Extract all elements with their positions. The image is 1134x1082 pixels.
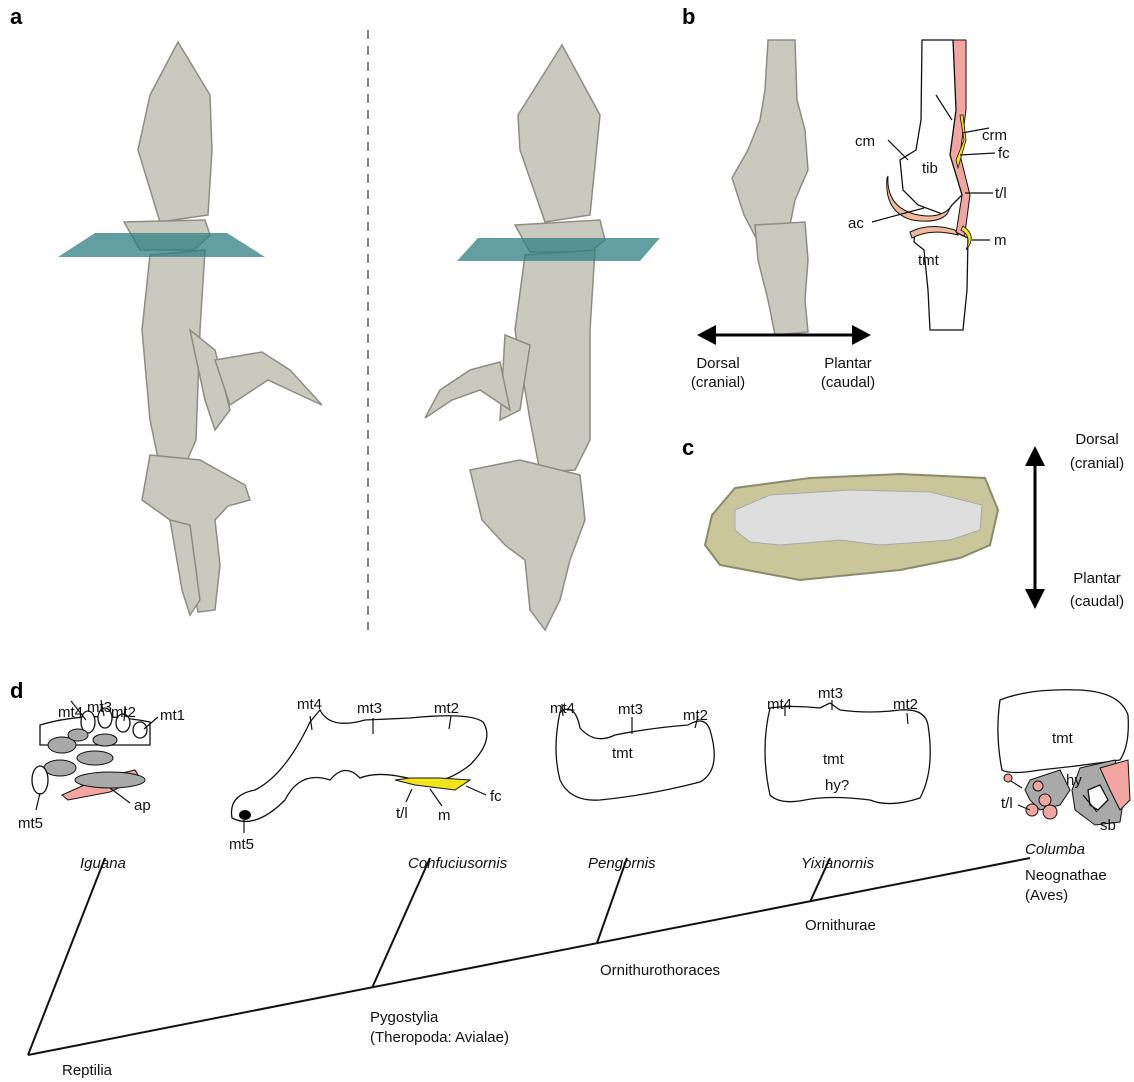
arrow-label-cranial: (cranial): [691, 374, 745, 391]
columba-label-tmt: tmt: [1052, 730, 1074, 747]
iguana-label-mt5: mt5: [18, 815, 43, 832]
pengornis-label-mt4: mt4: [550, 700, 575, 717]
ankle-joint-schematic: [872, 40, 995, 330]
cross-section-render: [705, 474, 998, 580]
columba-label-sb: sb: [1100, 817, 1116, 834]
arrow-label-plantar-c: Plantar: [1073, 570, 1121, 587]
iguana-label-ap: ap: [134, 797, 151, 814]
ankle-render-left: [124, 42, 322, 615]
label-crm: crm: [982, 127, 1007, 144]
ankle-render-side-view: [732, 40, 808, 335]
arrow-label-plantar: Plantar: [824, 355, 872, 372]
yixianornis-label-mt2: mt2: [893, 696, 918, 713]
confuciusornis-label-mt2: mt2: [434, 700, 459, 717]
dorsal-plantar-vertical-arrow: [1025, 446, 1045, 609]
taxon-confuciusornis: Confuciusornis: [408, 855, 508, 872]
clade-neognathae: Neognathae: [1025, 867, 1107, 884]
arrow-label-caudal-c: (caudal): [1070, 593, 1124, 610]
panel-label-a: a: [10, 4, 23, 29]
ankle-render-right: [425, 45, 605, 630]
label-ac: ac: [848, 215, 864, 232]
section-plane-left: [58, 233, 265, 257]
clade-pygostylia: Pygostylia: [370, 1009, 439, 1026]
pengornis-label-tmt: tmt: [612, 745, 634, 762]
clade-ornithurae: Ornithurae: [805, 917, 876, 934]
arrow-label-cranial-c: (cranial): [1070, 455, 1124, 472]
confuciusornis-label-m: m: [438, 807, 451, 824]
confuciusornis-label-mt3: mt3: [357, 700, 382, 717]
iguana-section: [32, 700, 158, 810]
confuciusornis-label-fc: fc: [490, 788, 502, 805]
label-tl: t/l: [995, 185, 1007, 202]
yixianornis-label-mt4: mt4: [767, 696, 792, 713]
iguana-label-mt4: mt4: [58, 704, 83, 721]
taxon-yixianornis: Yixianornis: [801, 855, 875, 872]
arrow-label-caudal: (caudal): [821, 374, 875, 391]
pengornis-label-mt2: mt2: [683, 707, 708, 724]
label-tib: tib: [922, 160, 938, 177]
label-cm: cm: [855, 133, 875, 150]
columba-label-hy: hy: [1066, 772, 1082, 789]
panel-label-c: c: [682, 435, 694, 460]
iguana-label-mt1: mt1: [160, 707, 185, 724]
section-plane-right: [457, 238, 660, 261]
confuciusornis-label-mt5: mt5: [229, 836, 254, 853]
panel-label-d: d: [10, 678, 23, 703]
confuciusornis-label-tl: t/l: [396, 805, 408, 822]
label-m: m: [994, 232, 1007, 249]
taxon-columba: Columba: [1025, 841, 1085, 858]
iguana-label-mt2: mt2: [111, 704, 136, 721]
phylogeny-tree: [28, 858, 1030, 1055]
yixianornis-label-mt3: mt3: [818, 685, 843, 702]
yixianornis-label-tmt: tmt: [823, 751, 845, 768]
clade-ornithurothoraces: Ornithurothoraces: [600, 962, 720, 979]
label-tmt: tmt: [918, 252, 940, 269]
iguana-label-mt3: mt3: [87, 699, 112, 716]
pengornis-label-mt3: mt3: [618, 701, 643, 718]
confuciusornis-label-mt4: mt4: [297, 696, 322, 713]
columba-label-tl: t/l: [1001, 795, 1013, 812]
arrow-label-dorsal: Dorsal: [696, 355, 739, 372]
arrow-label-dorsal-c: Dorsal: [1075, 431, 1118, 448]
clade-reptilia: Reptilia: [62, 1062, 113, 1079]
clade-neognathae-sub: (Aves): [1025, 887, 1068, 904]
panel-label-b: b: [682, 4, 695, 29]
yixianornis-label-hy: hy?: [825, 777, 849, 794]
columba-section: [998, 690, 1130, 825]
clade-pygostylia-sub: (Theropoda: Avialae): [370, 1029, 509, 1046]
label-fc: fc: [998, 145, 1010, 162]
